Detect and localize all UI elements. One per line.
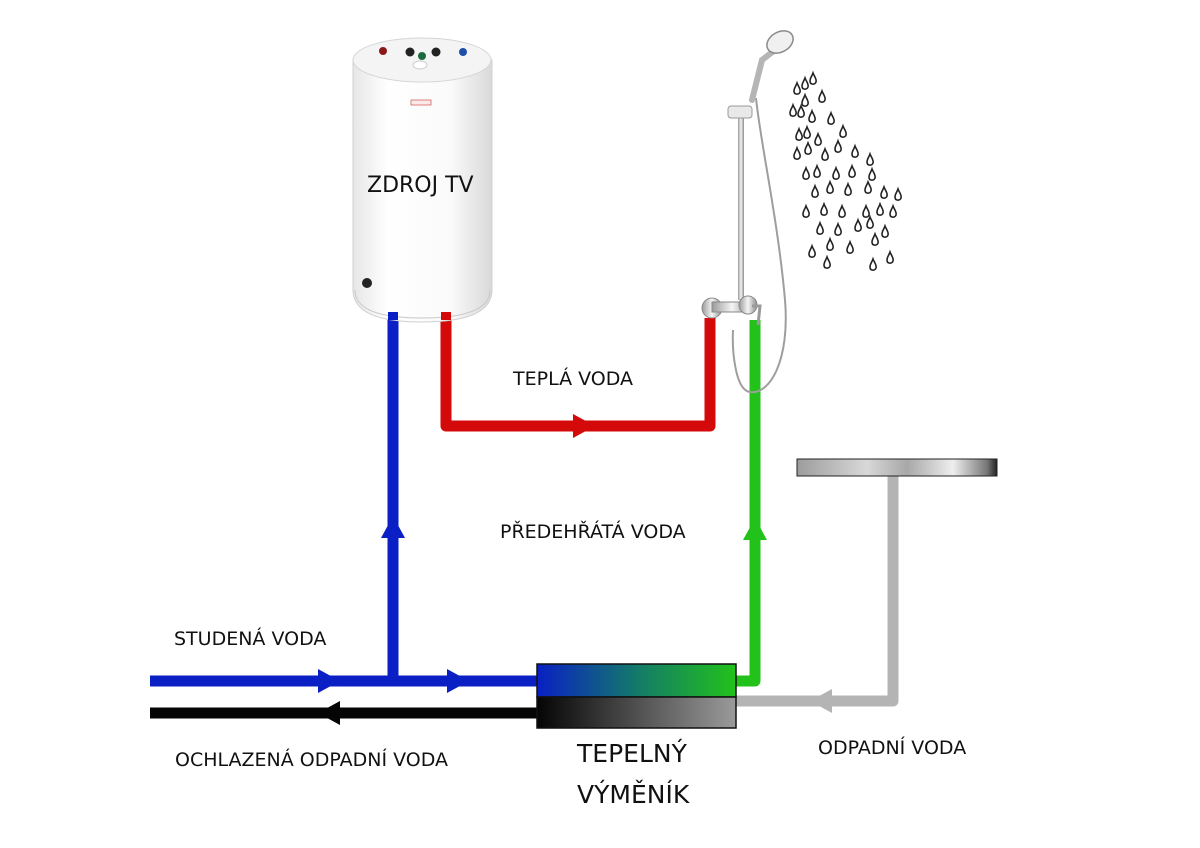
label-cooled-waste-water: OCHLAZENÁ ODPADNÍ VODA [175,748,448,771]
shower-holder [727,105,753,119]
water-drop-icon [851,143,859,158]
label-exchanger-line2: VÝMĚNÍK [577,780,690,809]
water-drop-icon [814,131,822,146]
cold-water-pipe [150,669,540,693]
preheated-water-pipe [736,320,767,687]
water-drop-icon [795,126,803,141]
water-drop-icon [816,220,824,235]
water-drop-icon [838,203,846,218]
water-drop-icon [862,203,870,218]
water-drop-icon [802,165,810,180]
water-drop-icon [804,140,812,155]
water-drop-icon [801,92,809,107]
flow-arrow-up [743,518,767,540]
water-drop-icon [808,243,816,258]
shower-rail [738,110,744,300]
water-drop-icon [832,165,840,180]
label-preheated-water: PŘEDEHŘÁTÁ VODA [500,520,686,543]
water-drop-icon [868,166,876,181]
water-drop-icon [894,186,902,201]
water-drop-icon [876,201,884,216]
water-drop-icon [813,163,821,178]
water-drop-icon [797,103,805,118]
water-drop-icon [818,88,826,103]
water-drop-icon [793,80,801,95]
water-drop-icon [811,183,819,198]
water-drop-icon [848,163,856,178]
label-cold-water: STUDENÁ VODA [174,627,326,650]
water-drop-icon [826,236,834,251]
water-drop-icon [846,239,854,254]
water-drop-icon [869,256,877,271]
mixer-lever [752,304,762,326]
brand-logo [410,99,432,106]
water-drop-icon [823,254,831,269]
water-drop-icon [809,70,817,85]
water-drop-icon [826,179,834,194]
water-drop-icon [844,181,852,196]
water-drop-icon [886,249,894,264]
label-hot-water: TEPLÁ VODA [512,367,633,390]
label-exchanger-line1: TEPELNÝ [576,739,688,768]
flow-arrow-right [447,669,469,693]
water-drop-icon [881,223,889,238]
top-cap [412,60,428,70]
water-drop-icon [839,123,847,138]
label-waste-water: ODPADNÍ VODA [818,736,966,759]
side-outlet [362,278,372,288]
shower-tray [796,458,998,477]
hot-water-pipe [440,314,716,438]
water-drop-icon [820,201,828,216]
water-drop-icon [834,138,842,153]
flow-arrow-right [318,669,340,693]
water-drop-icon [871,231,879,246]
connector-black [431,47,441,57]
connector-blue [459,48,467,56]
shower-head [766,30,794,54]
water-drop-icon [808,108,816,123]
water-drop-icon [854,217,862,232]
flow-arrow-right [573,414,595,438]
water-drop-icon [864,179,872,194]
flow-arrow-left [318,701,340,725]
water-drop-icon [880,184,888,199]
flow-arrow-up [381,516,405,538]
water-drop-icon [889,203,897,218]
cold-water-riser [381,314,405,686]
cooled-waste-water-pipe [150,701,540,725]
connector-black [405,47,415,57]
water-drop-icon [803,124,811,139]
water-drop-icon [802,203,810,218]
water-drop-icon [821,146,829,161]
water-drops [789,70,902,271]
hand-shower [749,47,778,103]
connector-green [418,52,426,60]
shower-hose [731,97,787,394]
waste-water-pipe [736,476,899,713]
label-source: ZDROJ TV [367,173,474,198]
water-drop-icon [801,75,809,90]
water-drop-icon [834,221,842,236]
water-drop-icon [866,214,874,229]
water-drop-icon [827,110,835,125]
shower-set [701,30,794,394]
flow-arrow-left [810,689,832,713]
connector-red [379,47,387,55]
water-drop-icon [866,151,874,166]
water-drop-icon [793,145,801,160]
water-heater [352,37,493,323]
water-drop-icon [789,102,797,117]
heat-exchanger [536,663,737,729]
